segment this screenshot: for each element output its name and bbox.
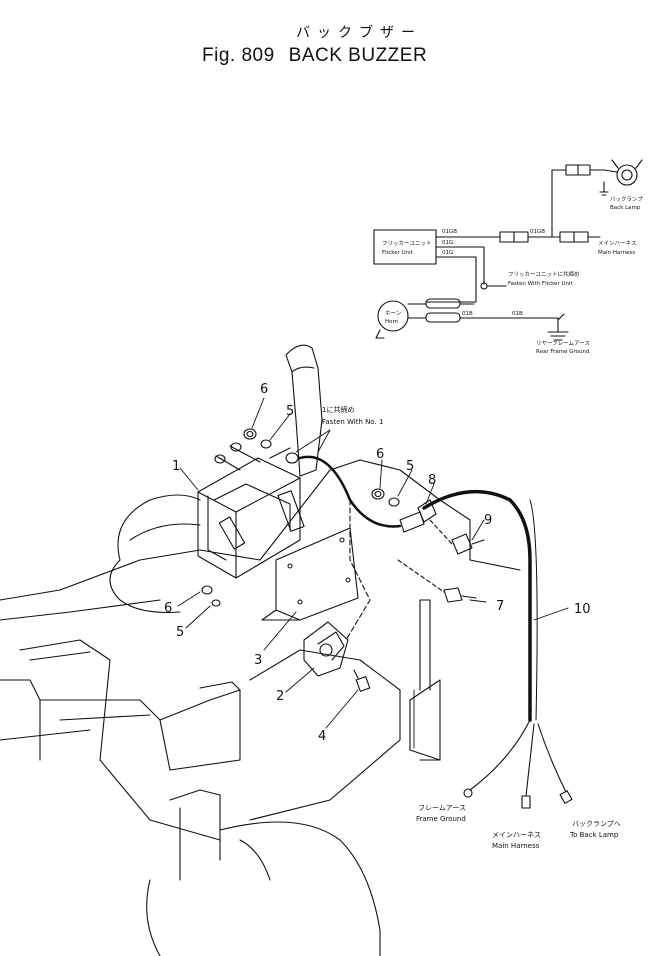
rear-ground-label-jp: リヤーフレームアース: [536, 340, 590, 347]
label-part-6a: 6: [260, 382, 268, 397]
wire-code-2: 01GB: [530, 229, 545, 235]
title-japanese: バックブザー: [296, 25, 422, 41]
label-part-5b: 5: [406, 459, 414, 474]
label-part-6c: 6: [164, 601, 172, 616]
wiring-schematic: [373, 159, 643, 341]
rear-ground-label-en: Rear Frame Ground: [536, 349, 589, 355]
horn-label-jp: ホーン: [385, 310, 402, 317]
note-fasten-jp: 1に共締め: [322, 405, 354, 414]
schematic-labels: フリッカーユニット Flicker Unit ホーン Horn バックランプ B…: [382, 196, 643, 355]
note-frame-ground-jp: フレームアース: [418, 804, 466, 812]
fasten-flicker-label-en: Fasten With Flicker Unit: [508, 281, 574, 287]
part-10-harness: [298, 455, 573, 809]
wire-01g: [425, 246, 485, 303]
note-to-back-lamp-jp: バックランプへ: [572, 820, 621, 828]
horn-connector-1: [425, 298, 461, 309]
horn-label-en: Horn: [385, 319, 399, 325]
wire-code-4: 01G: [442, 250, 453, 256]
wire-to-back-lamp: [551, 169, 567, 238]
vehicle-outline: [0, 344, 521, 956]
label-part-7: 7: [496, 599, 504, 614]
label-part-4: 4: [318, 729, 326, 744]
fasten-flicker-label-jp: フリッカーユニットに共締め: [508, 270, 580, 278]
back-lamp-label-en: Back Lamp: [610, 205, 641, 211]
part-9-bolt: [429, 519, 485, 555]
horn-connector-2: [425, 312, 461, 323]
wire-code-3: 01G: [442, 240, 453, 246]
flicker-unit-label-en: Flicker Unit: [382, 250, 414, 256]
label-part-3: 3: [254, 653, 262, 668]
main-harness-label-en: Main Harness: [598, 250, 635, 256]
exhaust-pipe: [285, 344, 323, 477]
label-part-10: 10: [574, 602, 591, 617]
title-english: BACK BUZZER: [288, 45, 428, 66]
part-7-bolt: [397, 559, 477, 603]
back-lamp-label-jp: バックランプ: [610, 196, 643, 203]
note-frame-ground-en: Frame Ground: [416, 815, 466, 823]
flicker-unit-label-jp: フリッカーユニット: [382, 240, 432, 247]
annotations: 1に共締め Fasten With No. 1 フレームアース Frame Gr…: [322, 405, 621, 850]
label-part-5a: 5: [286, 404, 294, 419]
part-5-6-fasteners: [201, 428, 400, 607]
label-part-5c: 5: [176, 625, 184, 640]
note-fasten-en: Fasten With No. 1: [322, 418, 383, 426]
back-lamp-symbol: [616, 164, 638, 186]
note-main-harness-jp: メインハーネス: [492, 831, 541, 839]
part-1-buzzer: [197, 442, 305, 579]
part-2-horn: [303, 621, 349, 677]
part-number-labels: 6 5 1 6 5 8 9 7 10 6 5 3 2 4: [164, 382, 591, 744]
part-4-bolt: [353, 669, 371, 692]
rear-ground-symbol: [547, 331, 569, 341]
page-title: Fig. 809 BACK BUZZER: [202, 45, 427, 67]
note-main-harness-en: Main Harness: [492, 842, 540, 850]
wire-code-5: 01B: [462, 311, 473, 317]
horn-symbol: [377, 300, 409, 332]
main-harness-label-jp: メインハーネス: [598, 240, 637, 247]
label-part-9: 9: [484, 513, 492, 528]
figure-number: Fig. 809: [202, 45, 275, 66]
label-part-2: 2: [276, 689, 284, 704]
wire-code-6: 01B: [512, 311, 523, 317]
label-part-8: 8: [428, 473, 436, 488]
part-3-bracket: [261, 527, 359, 621]
wire-code-1: 01GB: [442, 229, 457, 235]
note-to-back-lamp-en: To Back Lamp: [569, 831, 619, 839]
part-8-clip: [399, 499, 437, 533]
label-part-6b: 6: [376, 447, 384, 462]
leader-lines: [177, 397, 569, 749]
flicker-unit-box: [373, 229, 437, 265]
label-part-1: 1: [172, 459, 180, 474]
wire-01b: [407, 303, 427, 319]
